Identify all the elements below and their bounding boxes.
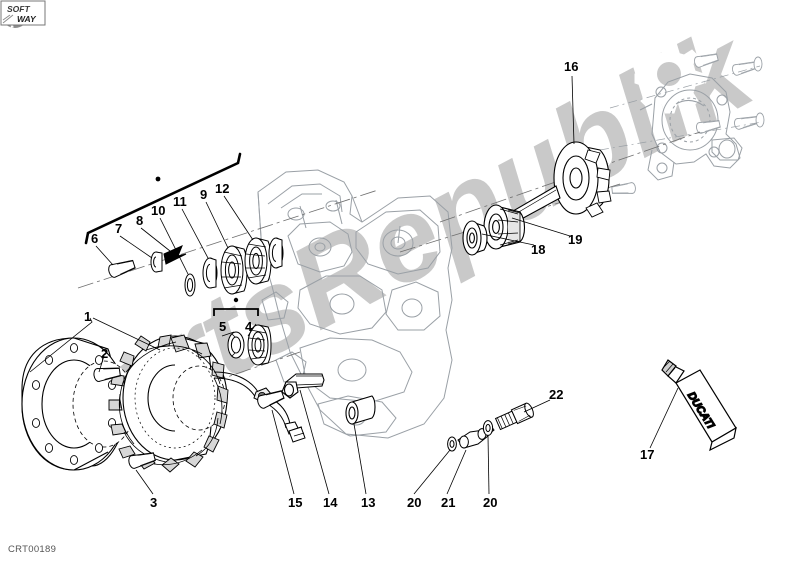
- callout-number-17: 17: [640, 447, 655, 462]
- callout-number-11: 11: [173, 194, 187, 209]
- callout-number-7: 7: [115, 221, 123, 236]
- watermark-gear-icon: [634, 43, 705, 114]
- callout-number-1: 1: [84, 309, 92, 324]
- ghost-washer: [755, 112, 765, 128]
- callout-number-10: 10: [151, 203, 166, 218]
- callout-number-12: 12: [215, 181, 230, 196]
- locating-dowel-13: [345, 395, 376, 425]
- brand-line-1: SOFT: [7, 4, 30, 14]
- group-marker-dot: [155, 176, 161, 182]
- washer-20-left: [447, 436, 457, 452]
- brand-line-2: WAY: [17, 14, 37, 24]
- callout-number-5: 5: [219, 319, 227, 334]
- washer-stack-end: [268, 237, 284, 269]
- callout-number-9: 9: [200, 187, 208, 202]
- callout-number-20-right: 20: [483, 495, 498, 510]
- callout-number-16: 16: [564, 59, 579, 74]
- bearing-outer-12: [244, 237, 272, 285]
- callout-leader-lines: [29, 75, 679, 495]
- o-ring-10: [184, 273, 196, 297]
- stator-windings: [118, 341, 223, 466]
- diagram-code-label: CRT00189: [8, 544, 57, 555]
- group-bracket-lower: [213, 297, 259, 316]
- callout-number-6: 6: [91, 231, 99, 246]
- callout-number-13: 13: [361, 495, 376, 510]
- circlip: [227, 331, 245, 359]
- impeller-vanes: [584, 149, 612, 218]
- stator-coil-assembly: [108, 334, 229, 473]
- sealant-tube-17: DUCATI: [661, 359, 737, 452]
- callout-number-22: 22: [549, 387, 564, 402]
- roller-bearing-9: [220, 245, 248, 295]
- callout-number-2: 2: [101, 346, 109, 361]
- callout-number-20-left: 20: [407, 495, 422, 510]
- stator-poles: [108, 334, 229, 473]
- hex-screw-6: [106, 257, 137, 279]
- group-bracket-upper: [84, 152, 242, 245]
- ghost-washer: [753, 56, 763, 72]
- pump-cover-fastener-set: [599, 51, 765, 196]
- water-pump-cover-reference: [639, 73, 743, 181]
- callout-number-14: 14: [323, 495, 338, 510]
- pickup-sensor-14: [281, 373, 325, 399]
- callout-number-19: 19: [568, 232, 583, 247]
- spacer-sleeve-8: [163, 245, 187, 265]
- engine-crankcase-reference: [257, 169, 453, 439]
- callout-number-4: 4: [245, 319, 253, 334]
- softway-brand-logo: SOFT WAY: [0, 0, 46, 26]
- callout-number-15: 15: [288, 495, 303, 510]
- callout-number-18: 18: [531, 242, 546, 257]
- shim-ring-11: [202, 257, 218, 289]
- ball-bearing-4: [247, 324, 272, 366]
- water-pump-impeller: [488, 141, 612, 230]
- callout-number-21: 21: [441, 495, 456, 510]
- callout-number-3: 3: [150, 495, 158, 510]
- group-marker-dot: [233, 297, 239, 303]
- mechanical-seal-18: [462, 220, 488, 256]
- pump-seal-cartridge-19: [483, 204, 526, 250]
- flat-washer-7: [150, 251, 163, 273]
- callout-number-8: 8: [136, 213, 144, 228]
- washer-20-right: [482, 420, 494, 436]
- retaining-screw-22: [494, 402, 534, 431]
